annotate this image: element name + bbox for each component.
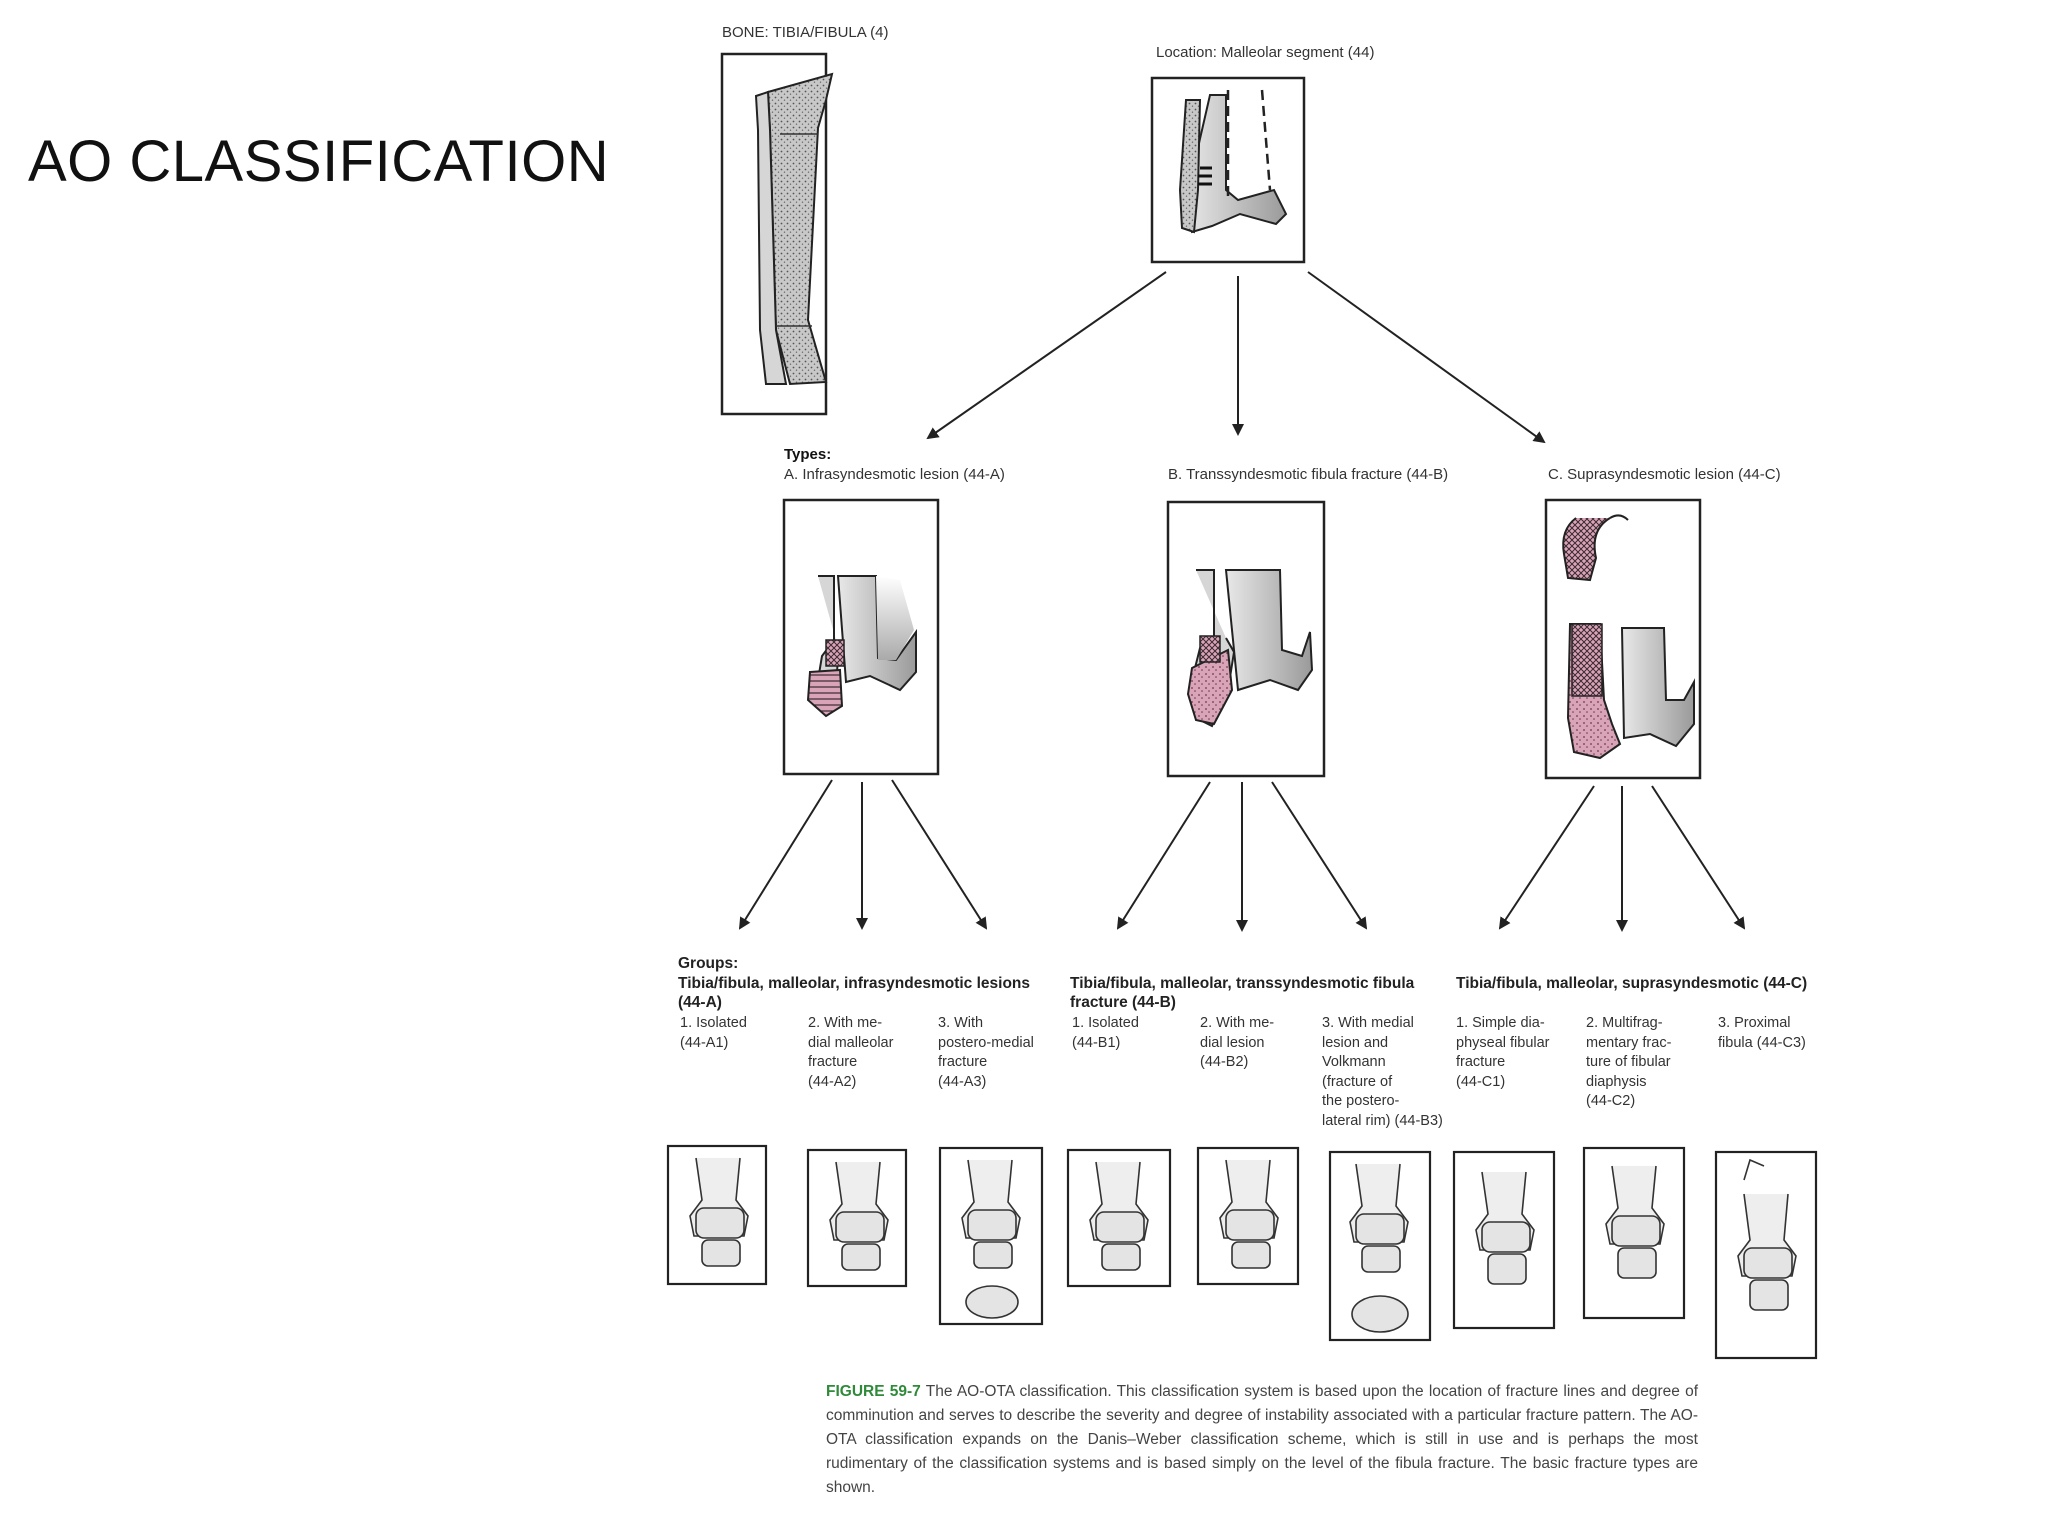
type-a-figure bbox=[782, 498, 940, 776]
type-to-group-arrows bbox=[738, 779, 1746, 932]
thumb-44-a3 bbox=[938, 1146, 1044, 1326]
thumb-44-c1 bbox=[1452, 1150, 1556, 1330]
subgroup-44-c3: 3. Proximal fibula (44-C3) bbox=[1718, 1015, 1806, 1051]
thumb-44-b3 bbox=[1328, 1150, 1432, 1342]
thumb-44-c2 bbox=[1582, 1146, 1686, 1320]
location-label: Location: Malleolar segment (44) bbox=[1156, 44, 1375, 61]
type-c-label: C. Suprasyndesmotic lesion (44-C) bbox=[1548, 466, 1781, 483]
subgroup-44-c1: 1. Simple dia- physeal fibular fracture … bbox=[1456, 1015, 1550, 1090]
subgroup-44-a2: 2. With me- dial malleolar fracture (44-… bbox=[808, 1015, 894, 1090]
group-b-heading: Tibia/fibula, malleolar, transsyndesmoti… bbox=[1070, 975, 1415, 1011]
thumb-44-b2 bbox=[1196, 1146, 1300, 1286]
subgroup-44-b2: 2. With me- dial lesion (44-B2) bbox=[1200, 1015, 1275, 1070]
type-c-figure bbox=[1544, 498, 1702, 780]
slide-title: AO CLASSIFICATION bbox=[28, 129, 610, 194]
group-a-heading: Tibia/fibula, malleolar, infrasyndesmoti… bbox=[678, 975, 1031, 1011]
subgroup-44-c2: 2. Multifrag- mentary frac- ture of fibu… bbox=[1586, 1015, 1672, 1109]
groups-heading: Groups: bbox=[678, 955, 739, 972]
subgroup-thumbnails bbox=[666, 1144, 1818, 1360]
location-to-types-arrows bbox=[926, 271, 1546, 444]
type-b-figure bbox=[1166, 500, 1326, 778]
bone-label: BONE: TIBIA/FIBULA (4) bbox=[722, 24, 889, 41]
subgroup-44-a3: 3. With postero-medial fracture (44-A3) bbox=[938, 1015, 1034, 1090]
thumb-44-a1 bbox=[666, 1144, 768, 1286]
thumb-44-b1 bbox=[1066, 1148, 1172, 1288]
thumb-44-a2 bbox=[806, 1148, 908, 1288]
types-heading: Types: bbox=[784, 446, 832, 463]
subgroup-44-a1: 1. Isolated (44-A1) bbox=[680, 1015, 747, 1051]
malleolar-segment-figure bbox=[1150, 76, 1306, 264]
subgroup-44-b1: 1. Isolated (44-B1) bbox=[1072, 1015, 1139, 1051]
type-a-label: A. Infrasyndesmotic lesion (44-A) bbox=[784, 466, 1005, 483]
subgroup-44-b3: 3. With medial lesion and Volkmann (frac… bbox=[1322, 1015, 1443, 1129]
type-b-label: B. Transsyndesmotic fibula fracture (44-… bbox=[1168, 466, 1449, 483]
figure-number: FIGURE 59-7 bbox=[826, 1383, 921, 1400]
figure-caption: FIGURE 59-7 The AO-OTA classification. T… bbox=[826, 1380, 1698, 1500]
group-c-heading: Tibia/fibula, malleolar, suprasyndesmoti… bbox=[1456, 975, 1808, 992]
thumb-44-c3 bbox=[1714, 1150, 1818, 1360]
tibia-fibula-bone-figure bbox=[720, 52, 834, 416]
caption-text: The AO-OTA classification. This classifi… bbox=[826, 1383, 1699, 1496]
